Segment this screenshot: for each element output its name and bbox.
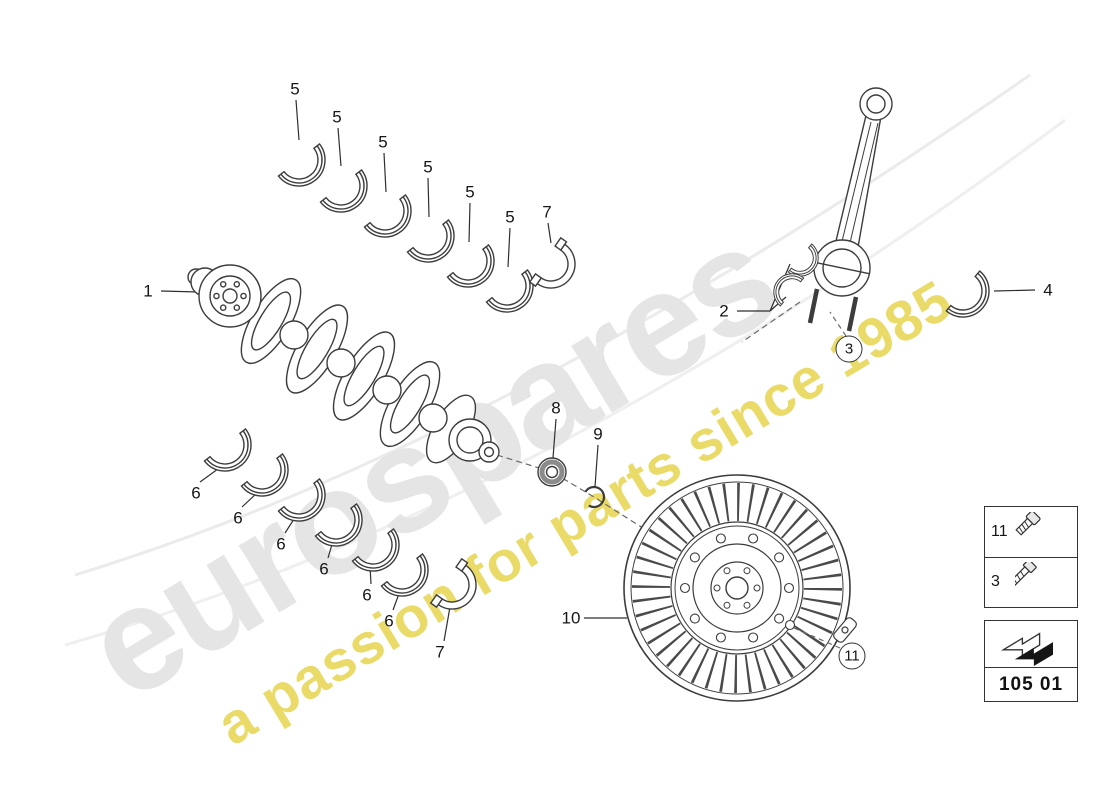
callout-part-6[interactable]: 6 <box>362 585 372 605</box>
legend-row-3[interactable]: 3 <box>985 558 1077 608</box>
crankshaft-drawing <box>187 264 500 464</box>
legend-ref-3: 3 <box>991 573 1000 591</box>
callout-part-5[interactable]: 5 <box>332 107 342 127</box>
code-divider <box>985 667 1077 668</box>
callout-part-6[interactable]: 6 <box>276 534 286 554</box>
connecting-rod-drawing <box>765 87 893 332</box>
bearing-shell <box>363 194 423 249</box>
legend-divider <box>985 556 1077 558</box>
flywheel-bolt-holes <box>679 533 795 643</box>
callout-part-11[interactable]: 11 <box>838 642 866 670</box>
legend-row-11[interactable]: 11 <box>985 507 1077 557</box>
part-section-code: 105 01 <box>998 673 1064 695</box>
fasteners-legend-box: 11 3 <box>984 506 1078 608</box>
bearing-shell <box>277 143 337 198</box>
callout-part-4[interactable]: 4 <box>1043 280 1053 300</box>
bearing-shell <box>277 478 337 533</box>
callout-part-8[interactable]: 8 <box>551 398 561 418</box>
callout-dashed-lines <box>793 311 847 649</box>
callout-part-5[interactable]: 5 <box>423 157 433 177</box>
flywheel-retainer-clip <box>833 617 857 643</box>
bearing-shell <box>314 503 374 558</box>
legend-ref-11: 11 <box>991 522 1008 540</box>
bearing-bush <box>537 457 567 487</box>
callout-part-7[interactable]: 7 <box>435 642 445 662</box>
callout-part-6[interactable]: 6 <box>384 611 394 631</box>
bolt-icon <box>1015 562 1037 590</box>
bearing-shell <box>351 528 411 583</box>
callout-part-10[interactable]: 10 <box>561 608 581 628</box>
thrust-washer <box>529 237 587 301</box>
callout-part-5[interactable]: 5 <box>465 182 475 202</box>
rod-bearing-shell-single <box>945 270 1001 329</box>
upper-main-bearing-shells <box>277 143 545 324</box>
callout-part-1[interactable]: 1 <box>143 281 153 301</box>
callout-part-5[interactable]: 5 <box>378 132 388 152</box>
callout-part-5[interactable]: 5 <box>290 79 300 99</box>
bearing-shell <box>446 244 506 299</box>
callout-part-6[interactable]: 6 <box>191 483 201 503</box>
thrust-washer-upper <box>529 237 587 301</box>
part-section-code-box[interactable]: 105 01 <box>984 620 1078 702</box>
callout-part-9[interactable]: 9 <box>593 424 603 444</box>
bearing-shell <box>319 169 379 224</box>
bearing-shell <box>406 219 466 274</box>
callout-part-6[interactable]: 6 <box>233 508 243 528</box>
callout-part-2[interactable]: 2 <box>719 301 729 321</box>
bearing-shell <box>203 428 263 483</box>
callout-part-3[interactable]: 3 <box>835 335 863 363</box>
bolt-icon <box>1015 511 1041 536</box>
callout-part-6[interactable]: 6 <box>319 559 329 579</box>
direction-arrow-icon <box>1000 632 1053 667</box>
hub-holes <box>713 567 761 609</box>
callout-part-5[interactable]: 5 <box>505 207 515 227</box>
flywheel-drawing <box>623 474 857 702</box>
thrust-washer <box>430 558 488 622</box>
bearing-shell <box>945 270 1001 329</box>
thrust-washer-lower <box>430 558 488 622</box>
circlip <box>582 485 606 509</box>
callout-part-7[interactable]: 7 <box>542 202 552 222</box>
